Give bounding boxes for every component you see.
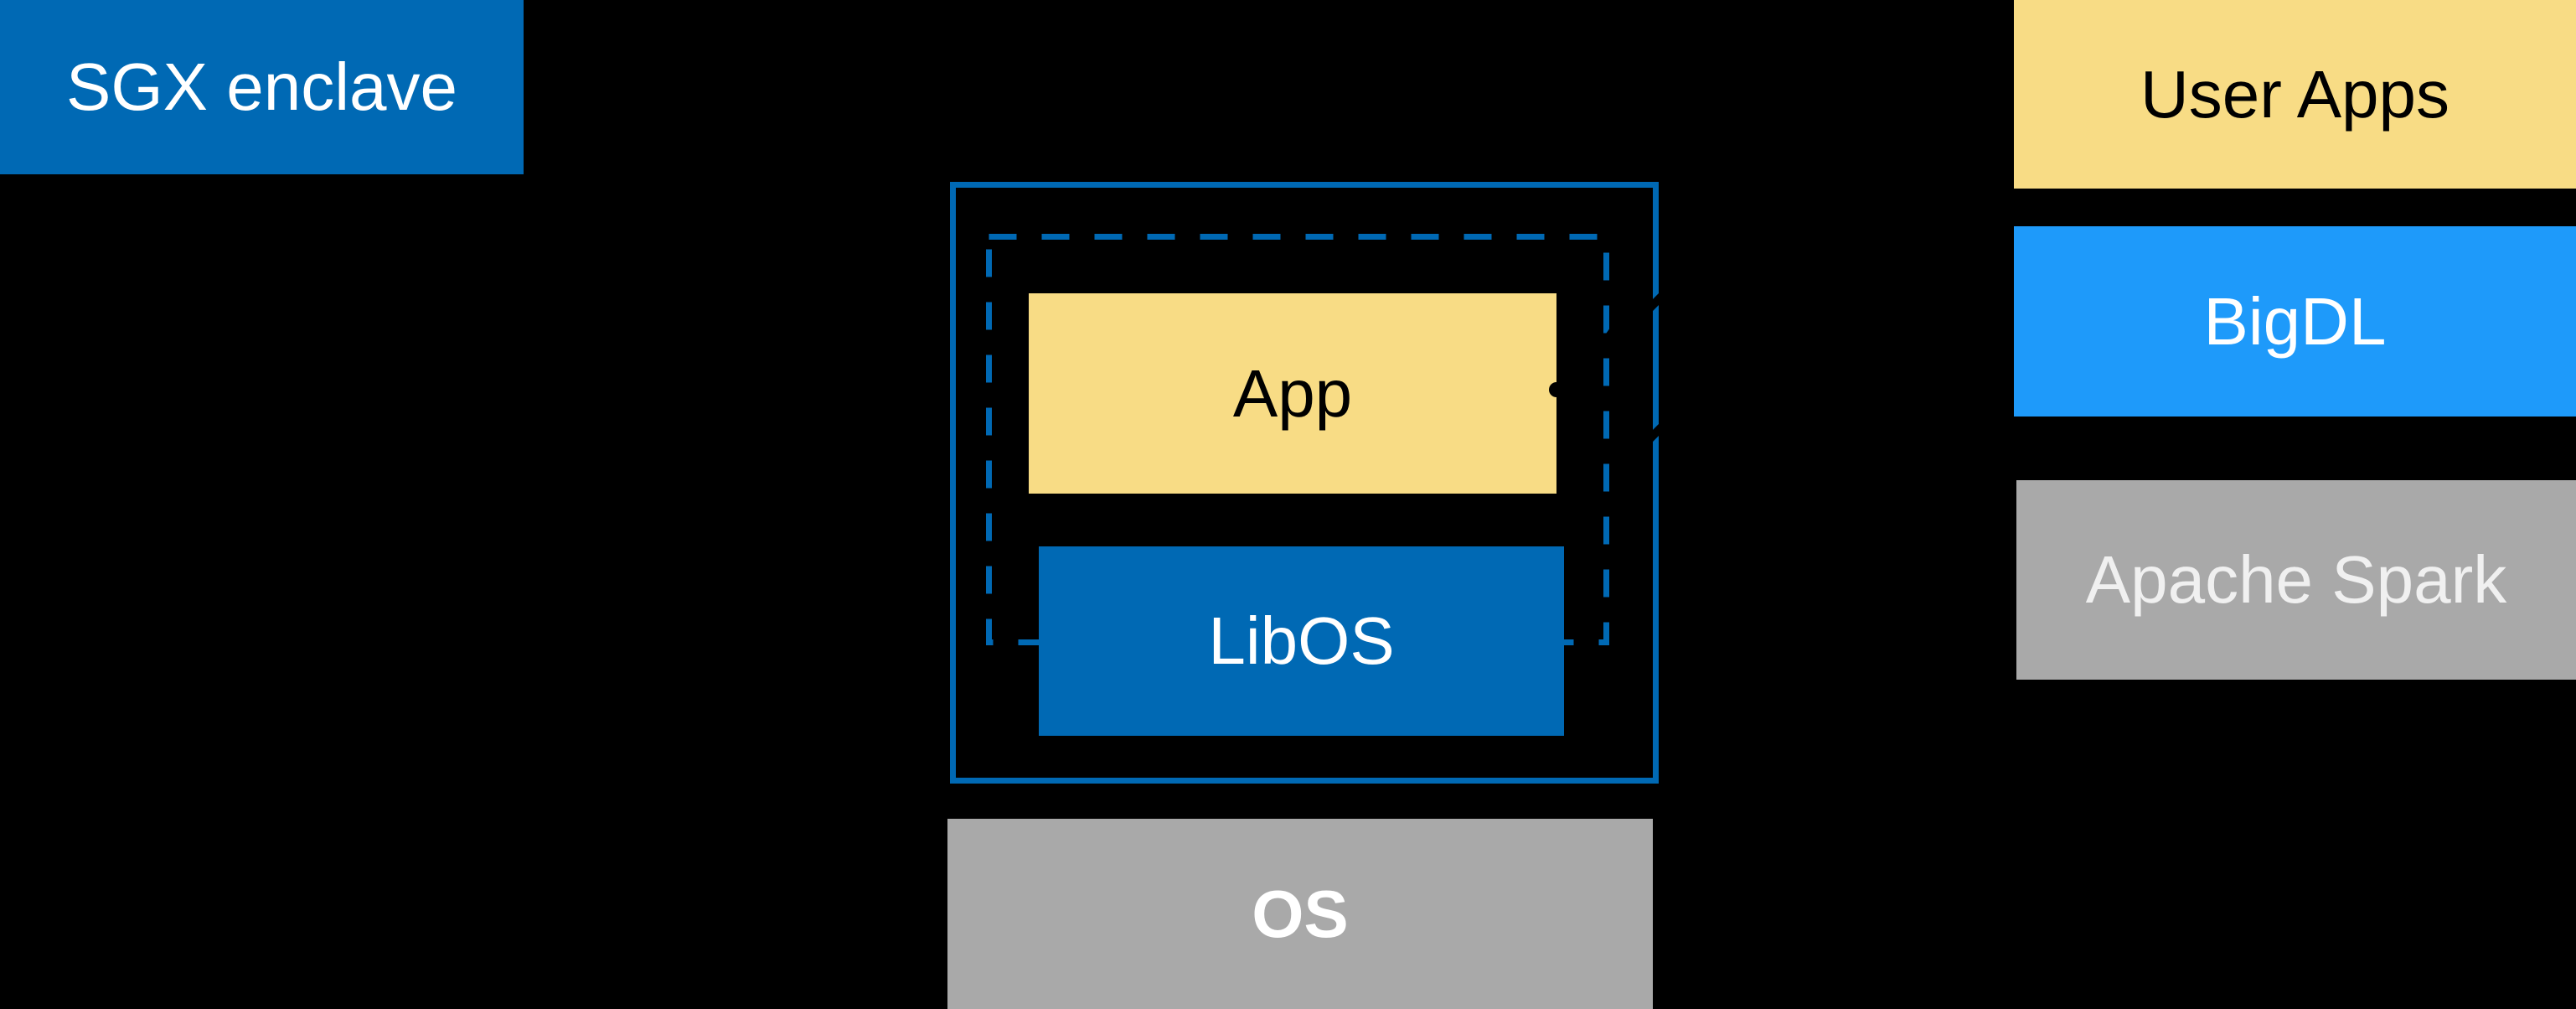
enclave-outline-box bbox=[950, 182, 1659, 784]
app-box: App bbox=[1029, 293, 1556, 494]
connector-endpoint-dot bbox=[1549, 382, 1564, 397]
libos-box: LibOS bbox=[1039, 546, 1564, 736]
connector-endpoint-dot bbox=[519, 508, 534, 523]
app-label: App bbox=[1232, 355, 1353, 431]
sgx-enclave-box: SGX enclave bbox=[0, 0, 524, 174]
os-box: OS bbox=[947, 819, 1653, 1009]
bigdl-label: BigDL bbox=[2203, 283, 2387, 359]
os-label: OS bbox=[1252, 876, 1349, 951]
bigdl-box: BigDL bbox=[2014, 226, 2576, 417]
user-apps-label: User Apps bbox=[2140, 56, 2450, 132]
apache-spark-box: Apache Spark bbox=[2016, 480, 2576, 680]
user-apps-box: User Apps bbox=[2014, 0, 2576, 189]
libos-label: LibOS bbox=[1208, 603, 1395, 678]
sgx-enclave-label: SGX enclave bbox=[66, 49, 457, 124]
apache-spark-label: Apache Spark bbox=[2085, 542, 2507, 617]
